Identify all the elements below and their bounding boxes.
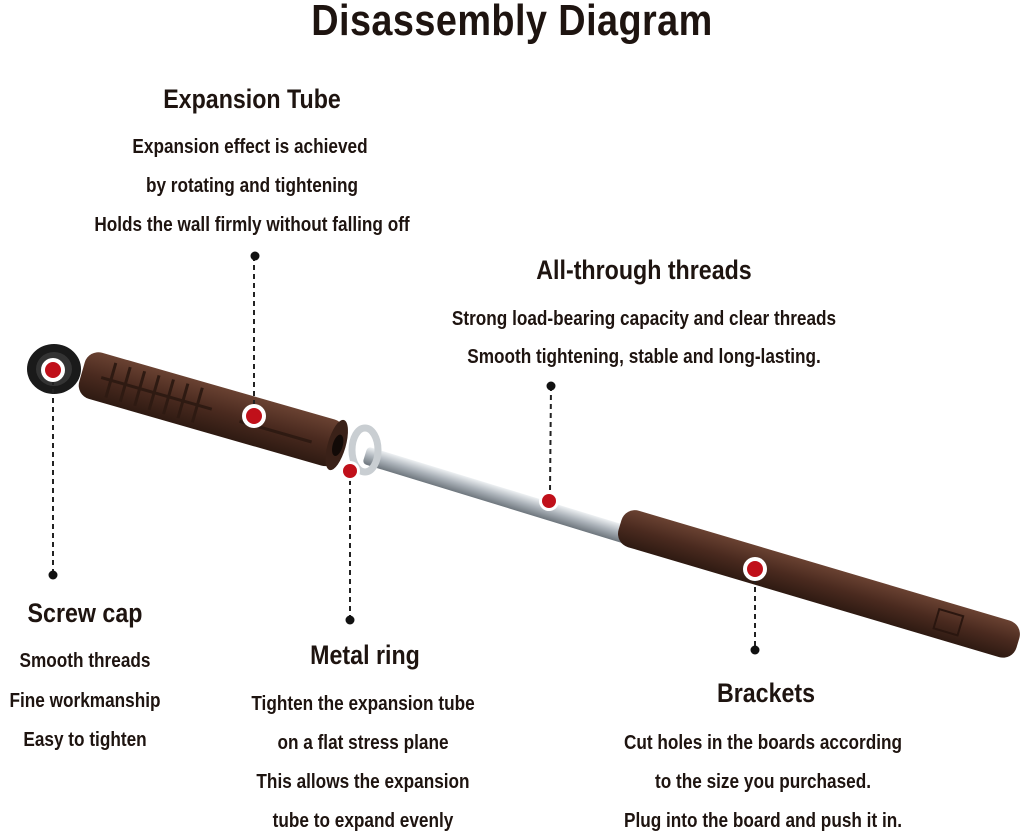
threads-heading: All-through threads: [536, 255, 752, 285]
metal-ring-line: This allows the expansion: [256, 771, 470, 793]
threaded-rod: [363, 447, 630, 544]
bracket: [618, 510, 1020, 658]
expansion-tube-line: by rotating and tightening: [145, 175, 359, 197]
screw-cap-line: Fine workmanship: [9, 690, 161, 712]
leader-lines: [52, 256, 756, 650]
threads-line: Smooth tightening, stable and long-lasti…: [467, 346, 821, 368]
marker-metal-ring: [340, 461, 360, 481]
metal-ring-heading: Metal ring: [310, 640, 420, 670]
brackets-line: to the size you purchased.: [654, 771, 872, 793]
expansion-tube-line: Expansion effect is achieved: [132, 136, 368, 158]
expansion-tube-line: Holds the wall firmly without falling of…: [94, 214, 410, 236]
screw-cap-heading: Screw cap: [27, 598, 143, 628]
screw-cap-line: Easy to tighten: [23, 729, 147, 751]
expansion-tube-heading: Expansion Tube: [163, 84, 341, 114]
marker-threads: [539, 491, 559, 511]
leader-end-dots: [48, 251, 760, 655]
part-markers: [41, 358, 767, 581]
marker-brackets: [743, 557, 767, 581]
expansion-tube: [78, 352, 348, 471]
brackets-line: Plug into the board and push it in.: [623, 810, 903, 832]
marker-expansion-tube: [242, 404, 266, 428]
page-title: Disassembly Diagram: [311, 0, 713, 45]
metal-ring: [348, 424, 382, 476]
screw-cap-line: Smooth threads: [19, 650, 151, 672]
threads-line: Strong load-bearing capacity and clear t…: [451, 308, 837, 330]
brackets-heading: Brackets: [716, 678, 816, 708]
metal-ring-line: Tighten the expansion tube: [251, 693, 475, 715]
metal-ring-line: tube to expand evenly: [272, 810, 454, 832]
metal-ring-line: on a flat stress plane: [277, 732, 449, 754]
marker-screw-cap: [41, 358, 65, 382]
brackets-line: Cut holes in the boards according: [623, 732, 903, 754]
